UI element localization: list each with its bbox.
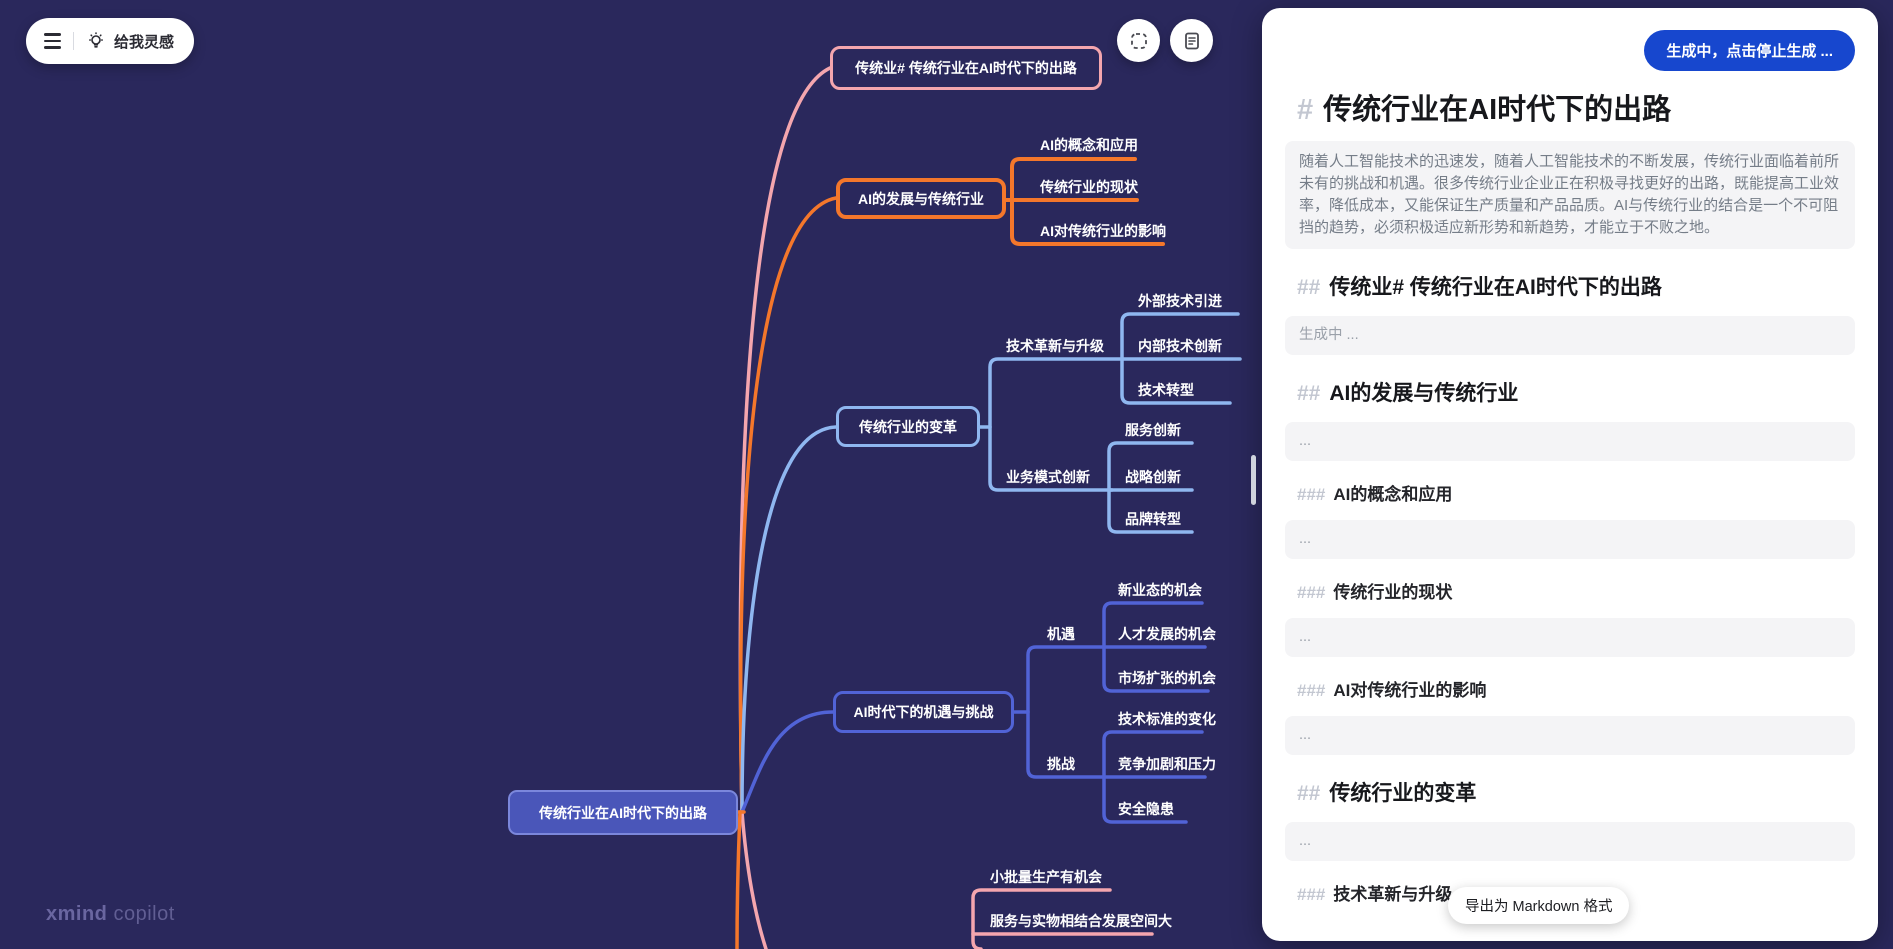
toolbar-divider <box>73 32 74 50</box>
outline-document-button[interactable] <box>1170 19 1213 62</box>
document-outline-icon <box>1182 31 1202 51</box>
h2-hash: ## <box>1297 276 1321 299</box>
h3-text: AI对传统行业的影响 <box>1333 681 1487 700</box>
subtopic-business-model[interactable]: 业务模式创新 <box>1006 469 1090 485</box>
leaf-ai-impact[interactable]: AI对传统行业的影响 <box>1040 223 1166 239</box>
leaf-service-physical[interactable]: 服务与实物相结合发展空间大 <box>990 913 1172 929</box>
subtopic-tech-innovation[interactable]: 技术革新与升级 <box>1006 338 1104 354</box>
subtopic-challenge[interactable]: 挑战 <box>1047 756 1075 772</box>
h3-hash: ### <box>1297 485 1326 504</box>
leaf-tech-standards[interactable]: 技术标准的变化 <box>1118 711 1216 727</box>
outline-h3: ### 传统行业的现状 <box>1297 578 1855 603</box>
ellipsis-placeholder: ... <box>1285 422 1855 461</box>
inspire-me-button[interactable]: 给我灵感 <box>86 31 174 52</box>
marquee-select-icon <box>1129 31 1149 51</box>
h3-hash: ### <box>1297 583 1326 602</box>
ellipsis-placeholder: ... <box>1285 822 1855 861</box>
export-markdown-button[interactable]: 导出为 Markdown 格式 <box>1448 887 1630 924</box>
leaf-strategy-innovation[interactable]: 战略创新 <box>1125 469 1181 485</box>
leaf-new-business[interactable]: 新业态的机会 <box>1118 582 1202 598</box>
outline-panel: 生成中，点击停止生成 ... # 传统行业在AI时代下的出路 随着人工智能技术的… <box>1262 8 1878 941</box>
leaf-internal-tech[interactable]: 内部技术创新 <box>1138 338 1222 354</box>
logo-product: copilot <box>107 903 175 925</box>
stop-generating-button[interactable]: 生成中，点击停止生成 ... <box>1644 30 1855 71</box>
leaf-security-risk[interactable]: 安全隐患 <box>1118 801 1174 817</box>
topic-traditional-industry-outlet[interactable]: 传统业# 传统行业在AI时代下的出路 <box>830 46 1102 90</box>
h2-text: 传统行业的变革 <box>1329 782 1477 805</box>
topic-opportunities-challenges[interactable]: AI时代下的机遇与挑战 <box>833 691 1014 733</box>
panel-resize-handle[interactable] <box>1251 455 1256 505</box>
root-topic[interactable]: 传统行业在AI时代下的出路 <box>508 790 738 835</box>
leaf-competition[interactable]: 竞争加剧和压力 <box>1118 756 1216 772</box>
leaf-market-expansion[interactable]: 市场扩张的机会 <box>1118 670 1216 686</box>
ellipsis-placeholder: ... <box>1285 618 1855 657</box>
leaf-small-batch[interactable]: 小批量生产有机会 <box>990 869 1102 885</box>
leaf-tech-transform[interactable]: 技术转型 <box>1138 382 1194 398</box>
leaf-ai-concepts[interactable]: AI的概念和应用 <box>1040 137 1138 153</box>
outline-h3: ### AI的概念和应用 <box>1297 480 1855 505</box>
outline-h2: ## AI的发展与传统行业 <box>1297 377 1855 407</box>
h2-text: 传统业# 传统行业在AI时代下的出路 <box>1329 276 1662 299</box>
leaf-external-tech[interactable]: 外部技术引进 <box>1138 293 1222 309</box>
topic-ai-development[interactable]: AI的发展与传统行业 <box>836 178 1006 219</box>
lightbulb-icon <box>86 31 106 51</box>
leaf-industry-status[interactable]: 传统行业的现状 <box>1040 179 1138 195</box>
inspire-me-label: 给我灵感 <box>114 33 175 51</box>
subtopic-opportunity[interactable]: 机遇 <box>1047 626 1075 642</box>
h3-hash: ### <box>1297 885 1326 904</box>
h3-text: AI的概念和应用 <box>1333 485 1453 504</box>
h3-text: 技术革新与升级 <box>1333 885 1453 904</box>
h3-hash: ### <box>1297 681 1326 700</box>
leaf-service-innovation[interactable]: 服务创新 <box>1125 422 1181 438</box>
outline-h2: ## 传统业# 传统行业在AI时代下的出路 <box>1297 271 1855 301</box>
h1-hash: # <box>1297 94 1314 126</box>
marquee-select-button[interactable] <box>1117 19 1160 62</box>
h2-hash: ## <box>1297 782 1321 805</box>
leaf-talent-growth[interactable]: 人才发展的机会 <box>1118 626 1216 642</box>
xmind-copilot-logo: xmind copilot <box>46 903 175 926</box>
h1-text: 传统行业在AI时代下的出路 <box>1323 94 1672 126</box>
outline-h2: ## 传统行业的变革 <box>1297 777 1855 807</box>
topic-industry-transformation[interactable]: 传统行业的变革 <box>836 406 980 447</box>
outline-h3: ### AI对传统行业的影响 <box>1297 676 1855 701</box>
h2-text: AI的发展与传统行业 <box>1329 382 1519 405</box>
canvas-toolbar: 给我灵感 <box>26 18 195 64</box>
menu-icon[interactable] <box>44 33 61 49</box>
outline-h3: ### 技术革新与升级 <box>1297 880 1855 905</box>
h3-text: 传统行业的现状 <box>1333 583 1453 602</box>
outline-h1: # 传统行业在AI时代下的出路 <box>1297 86 1855 128</box>
outline-paragraph: 随着人工智能技术的迅速发，随着人工智能技术的不断发展，传统行业面临着前所未有的挑… <box>1285 141 1855 249</box>
ellipsis-placeholder: ... <box>1285 716 1855 755</box>
generating-placeholder: 生成中 ... <box>1285 316 1855 355</box>
h2-hash: ## <box>1297 382 1321 405</box>
ellipsis-placeholder: ... <box>1285 520 1855 559</box>
leaf-brand-transform[interactable]: 品牌转型 <box>1125 511 1181 527</box>
logo-brand: xmind <box>46 903 108 925</box>
